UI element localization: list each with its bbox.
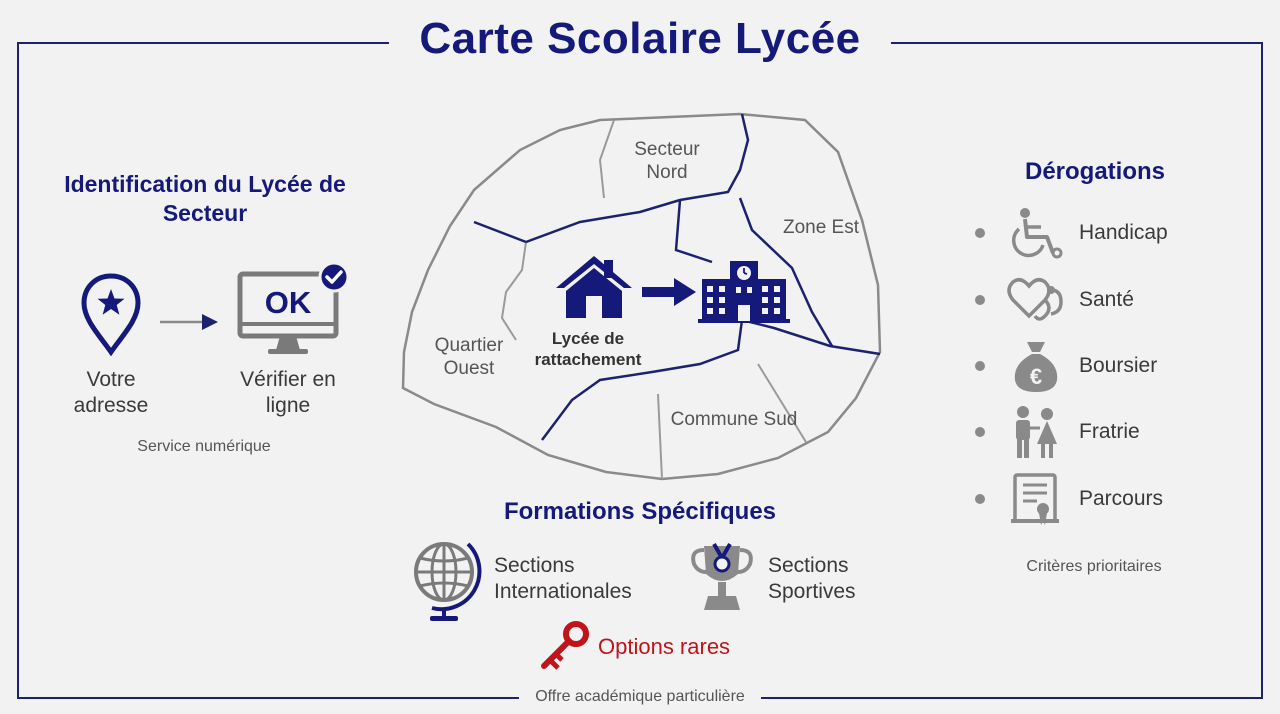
derogation-label: Fratrie — [1079, 420, 1140, 443]
key-icon — [541, 621, 589, 670]
derogations-heading: Dérogations — [1024, 158, 1165, 185]
sector-label-est: Zone Est — [782, 217, 860, 238]
bullet — [975, 228, 985, 238]
bullet — [975, 295, 985, 305]
monitor-check-icon: OK — [237, 262, 350, 354]
center-school-label: Lycée de rattachement — [534, 329, 642, 369]
derogation-item-sante: Santé — [972, 272, 1232, 328]
bullet — [975, 427, 985, 437]
certificate-icon — [1011, 473, 1059, 525]
school-building-icon — [698, 261, 790, 323]
monitor-ok-text: OK — [265, 285, 312, 320]
heart-stethoscope-icon — [1007, 278, 1063, 321]
location-pin-icon — [81, 273, 141, 356]
svg-text:€: € — [1030, 364, 1042, 389]
derogation-item-boursier: € Boursier — [972, 338, 1232, 394]
arrow-right-icon-map — [642, 278, 696, 306]
siblings-icon — [1016, 406, 1057, 458]
map-outline — [401, 112, 882, 481]
service-caption: Service numérique — [137, 438, 271, 455]
formation-label-options-rares: Options rares — [598, 634, 731, 659]
bullet — [975, 361, 985, 371]
arrow-right-icon — [160, 314, 218, 330]
wheelchair-icon — [1011, 208, 1063, 259]
derogation-label: Parcours — [1079, 487, 1164, 510]
derogation-label: Handicap — [1079, 221, 1168, 244]
verify-online-label: Vérifier en ligne — [240, 368, 336, 417]
derogation-label: Boursier — [1079, 354, 1158, 377]
derogations-caption: Critères prioritaires — [1026, 558, 1162, 575]
sector-label-nord: Secteur Nord — [634, 139, 700, 183]
identification-heading: Identification du Lycée de Secteur — [64, 171, 346, 226]
globe-icon — [414, 542, 482, 621]
derogation-item-handicap: Handicap — [972, 205, 1232, 261]
derogation-item-parcours: Parcours — [972, 471, 1232, 527]
sector-label-sud: Commune Sud — [670, 409, 798, 430]
sector-map — [401, 112, 882, 481]
trophy-icon — [691, 543, 753, 610]
money-bag-icon: € — [1014, 342, 1058, 392]
formation-label-internationales: Sections Internationales — [494, 554, 632, 603]
formation-label-sportives: Sections Sportives — [768, 554, 856, 603]
derogation-label: Santé — [1079, 288, 1134, 311]
footer-wrap: Offre académique particulière — [0, 688, 1280, 706]
house-icon — [556, 256, 632, 318]
formations-heading: Formations Spécifiques — [503, 498, 777, 525]
derogation-item-fratrie: Fratrie — [972, 404, 1232, 460]
address-label: Votre adresse — [73, 368, 149, 417]
bullet — [975, 494, 985, 504]
footer-caption: Offre académique particulière — [519, 688, 761, 706]
sector-label-ouest: Quartier Ouest — [434, 335, 504, 379]
